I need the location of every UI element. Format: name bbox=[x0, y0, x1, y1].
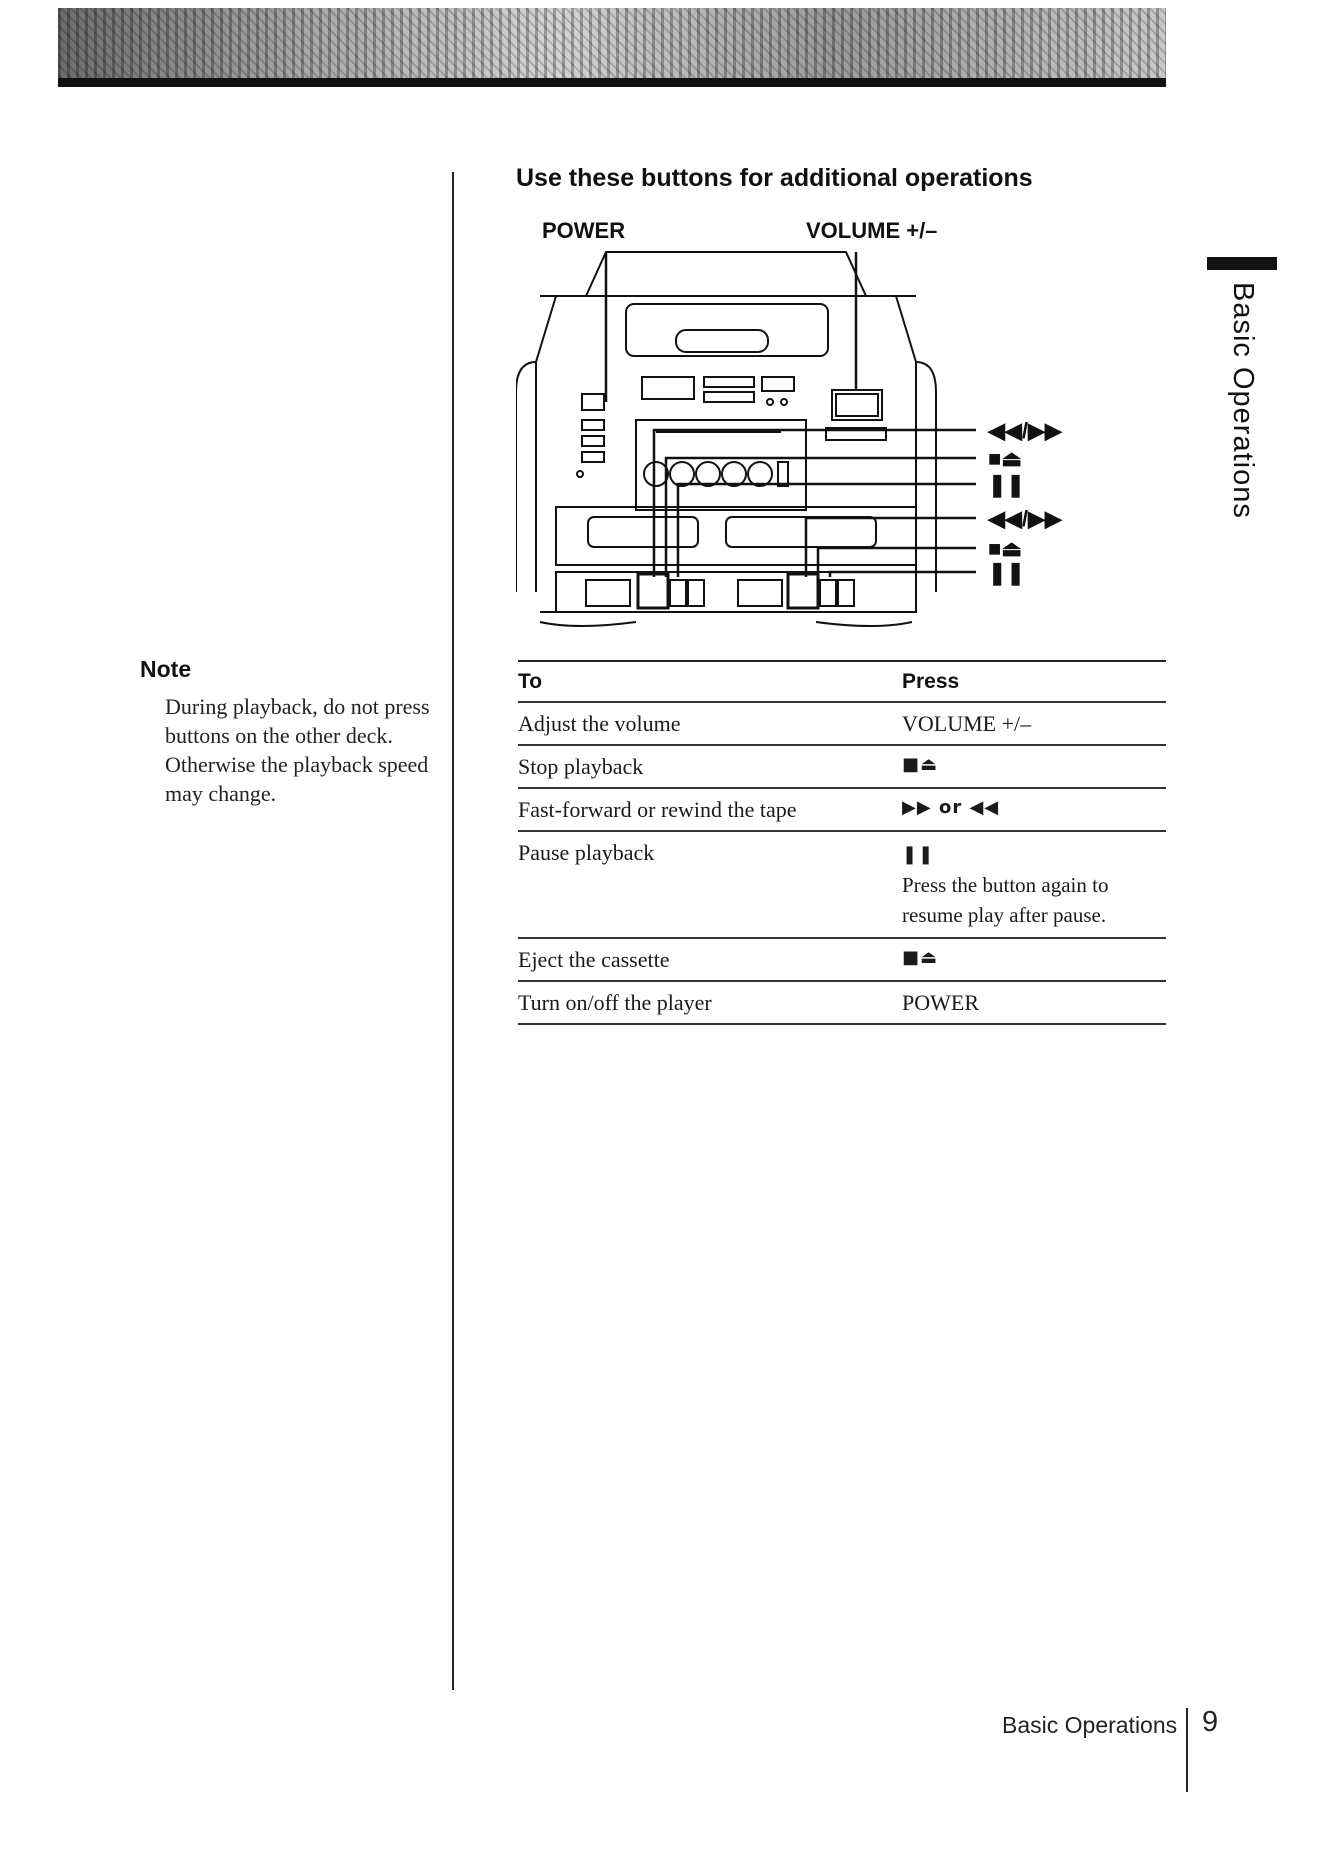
header-to: To bbox=[518, 670, 543, 693]
table-row: Fast-forward or rewind the tape ▶▶ or ◀◀ bbox=[518, 789, 1166, 832]
row-action: Pause playback bbox=[518, 840, 655, 865]
row-press: ■⏏ bbox=[902, 947, 939, 968]
header-rule bbox=[58, 78, 1166, 87]
footer-section-name: Basic Operations bbox=[1002, 1712, 1178, 1738]
diagram-label-volume: VOLUME +/– bbox=[806, 218, 937, 243]
table-row: Turn on/off the player POWER bbox=[518, 982, 1166, 1025]
row-action: Stop playback bbox=[518, 754, 644, 779]
row-press-note: Press the button again to resume play af… bbox=[902, 873, 1109, 927]
diagram-button-labels: ◀◀/▶▶ ■⏏ ❚❚ ◀◀/▶▶ ■⏏ ❚❚ bbox=[987, 418, 1063, 586]
operations-table: To Press Adjust the volume VOLUME +/– St… bbox=[518, 660, 1166, 1025]
row-action: Fast-forward or rewind the tape bbox=[518, 797, 797, 822]
diagram-label-ffrew-deck-b: ◀◀/▶▶ bbox=[987, 506, 1063, 531]
player-diagram: POWER VOLUME +/– bbox=[516, 218, 1063, 627]
row-press: ❚❚ bbox=[902, 844, 935, 865]
diagram-label-power: POWER bbox=[542, 218, 625, 243]
row-press-cell: ❚❚ Press the button again to resume play… bbox=[902, 840, 1166, 930]
page-number: 9 bbox=[1202, 1706, 1219, 1738]
row-press: VOLUME +/– bbox=[902, 711, 1032, 736]
diagram-label-pause-deck-a: ❚❚ bbox=[988, 472, 1025, 498]
callout-lines bbox=[604, 252, 976, 577]
table-top-rule bbox=[518, 660, 1166, 662]
note-text: During playback, do not press buttons on… bbox=[165, 694, 430, 806]
row-action: Adjust the volume bbox=[518, 711, 681, 736]
table-row: Adjust the volume VOLUME +/– bbox=[518, 703, 1166, 746]
player-body-drawing bbox=[516, 251, 937, 627]
row-action: Turn on/off the player bbox=[518, 990, 712, 1015]
diagram-label-stop-eject-deck-a: ■⏏ bbox=[988, 446, 1022, 471]
section-heading: Use these buttons for additional operati… bbox=[516, 164, 1033, 192]
row-action: Eject the cassette bbox=[518, 947, 670, 972]
header-decor-band bbox=[58, 8, 1166, 86]
row-press: ▶▶ or ◀◀ bbox=[902, 797, 1000, 818]
note-title: Note bbox=[140, 656, 192, 682]
table-header-row: To Press bbox=[518, 662, 1166, 703]
table-row: Eject the cassette ■⏏ bbox=[518, 939, 1166, 982]
row-press: ■⏏ bbox=[902, 754, 939, 775]
side-tab-label: Basic Operations bbox=[1227, 282, 1259, 519]
diagram-label-ffrew-deck-a: ◀◀/▶▶ bbox=[987, 418, 1063, 443]
side-tab-marker bbox=[1207, 257, 1277, 270]
footer-rule bbox=[1186, 1708, 1188, 1792]
diagram-label-stop-eject-deck-b: ■⏏ bbox=[988, 536, 1022, 561]
column-divider bbox=[452, 172, 454, 1690]
table-row: Pause playback ❚❚ Press the button again… bbox=[518, 832, 1166, 939]
header-press: Press bbox=[902, 670, 960, 693]
table-row: Stop playback ■⏏ bbox=[518, 746, 1166, 789]
row-press: POWER bbox=[902, 990, 979, 1015]
diagram-label-pause-deck-b: ❚❚ bbox=[988, 560, 1025, 586]
